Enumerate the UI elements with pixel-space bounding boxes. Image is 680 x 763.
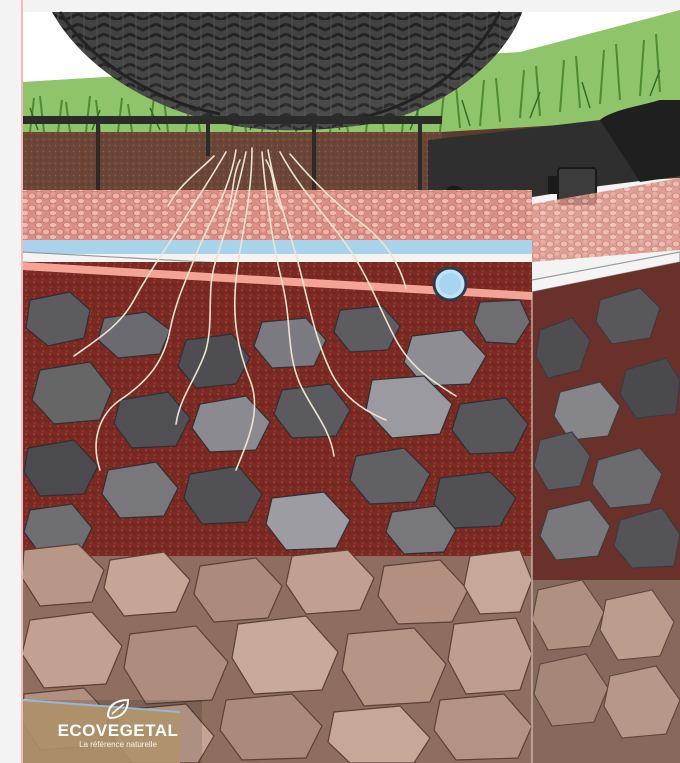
brand-name: ECOVEGETAL — [38, 722, 198, 740]
leaf-logo-icon — [104, 698, 132, 720]
left-edge-line — [21, 0, 23, 763]
brand-tagline: La référence naturelle — [38, 740, 198, 750]
topsoil-layer — [22, 132, 442, 190]
drain-pipe-icon — [434, 268, 466, 300]
water-film — [22, 240, 532, 254]
brand-logo: ECOVEGETAL La référence naturelle — [38, 698, 198, 750]
